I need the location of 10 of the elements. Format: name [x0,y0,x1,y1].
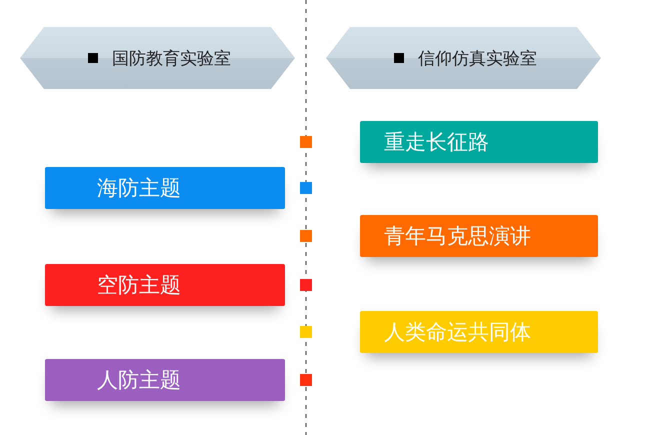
topic-bar: 海防主题 [45,167,285,209]
topic-bar: 人防主题 [45,359,285,401]
heading-text: 国防教育实验室 [112,48,231,70]
topic-bar: 空防主题 [45,264,285,306]
heading-text: 信仰仿真实验室 [418,48,537,70]
topic-bar: 青年马克思演讲 [360,215,598,257]
heading-banner [20,27,295,89]
topic-bar: 重走长征路 [360,121,598,163]
heading-banner [326,27,601,89]
topic-bar: 人类命运共同体 [360,311,598,353]
